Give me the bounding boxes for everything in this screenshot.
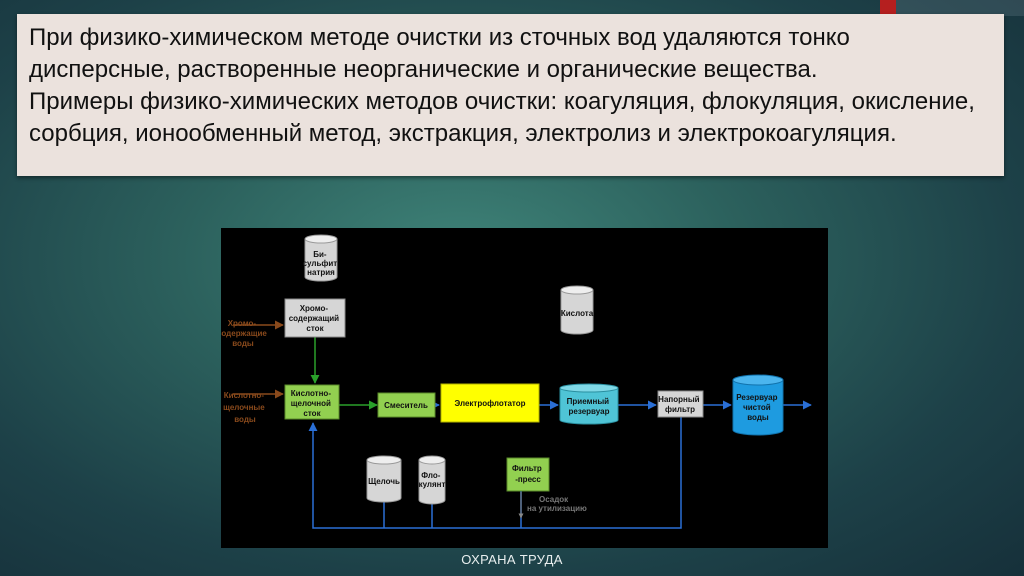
process-diagram: Хромо- содержащие воды Кислотно- щелочны… bbox=[221, 228, 828, 548]
tank-clean-water: Резервуар чистой воды bbox=[732, 374, 784, 436]
return-loop-line bbox=[308, 417, 682, 529]
corner-accent bbox=[880, 0, 896, 16]
connectors bbox=[233, 320, 812, 529]
svg-text:Фло- кулянт: Фло- кулянт bbox=[419, 471, 446, 489]
tank-receiving: Приемный резервуар bbox=[559, 383, 619, 425]
box-pressure-filter: Напорный фильтр bbox=[657, 390, 704, 418]
footer-label: ОХРАНА ТРУДА bbox=[461, 552, 563, 567]
box-filter-press: Фильтр -пресс bbox=[506, 457, 550, 492]
box-mixer: Смеситель bbox=[377, 392, 436, 418]
svg-text:Кислотно- щелочной: Кислотно- щелочной сток bbox=[291, 389, 333, 418]
diagram-svg: Хромо- содержащие воды Кислотно- щелочны… bbox=[221, 234, 812, 529]
paragraph-2: Примеры физико-химических методов очистк… bbox=[29, 88, 975, 147]
chrome-water-label: Хромо- содержащие воды bbox=[221, 319, 269, 348]
text-box: При физико-химическом методе очистки из … bbox=[17, 14, 1004, 176]
paragraph-1: При физико-химическом методе очистки из … bbox=[29, 24, 850, 83]
box-flotator: Электрофлотатор bbox=[440, 383, 540, 423]
box-acid-alkaline-stock: Кислотно- щелочной сток bbox=[284, 384, 340, 420]
svg-text:Напорный фильтр: Напорный фильтр bbox=[658, 395, 702, 414]
svg-text:Кислота: Кислота bbox=[561, 309, 594, 318]
acid-water-label: Кислотно- щелочные воды bbox=[223, 391, 267, 424]
box-chrome-stock: Хромо- содержащий сток bbox=[284, 298, 346, 338]
svg-text:Электрофлотатор: Электрофлотатор bbox=[454, 399, 525, 408]
tank-acid: Кислота bbox=[560, 285, 594, 335]
svg-text:Щелочь: Щелочь bbox=[368, 477, 400, 486]
svg-text:Фильтр -пресс: Фильтр -пресс bbox=[512, 464, 544, 484]
svg-text:Резервуар чистой: Резервуар чистой воды bbox=[736, 393, 779, 422]
tank-bisulfite: Би- сульфит натрия bbox=[303, 234, 340, 282]
svg-text:Смеситель: Смеситель bbox=[384, 401, 428, 410]
sediment-label: Осадок на утилизацию bbox=[527, 495, 587, 513]
svg-text:Хромо- содержащий: Хромо- содержащий сток bbox=[289, 304, 342, 333]
svg-text:Би- сульфит на: Би- сульфит натрия bbox=[303, 250, 340, 277]
tank-alkali: Щелочь bbox=[366, 455, 402, 503]
svg-text:Приемный резервуар: Приемный резервуар bbox=[567, 397, 612, 416]
tank-flocculant: Фло- кулянт bbox=[418, 455, 446, 505]
corner-strip bbox=[896, 0, 1024, 16]
